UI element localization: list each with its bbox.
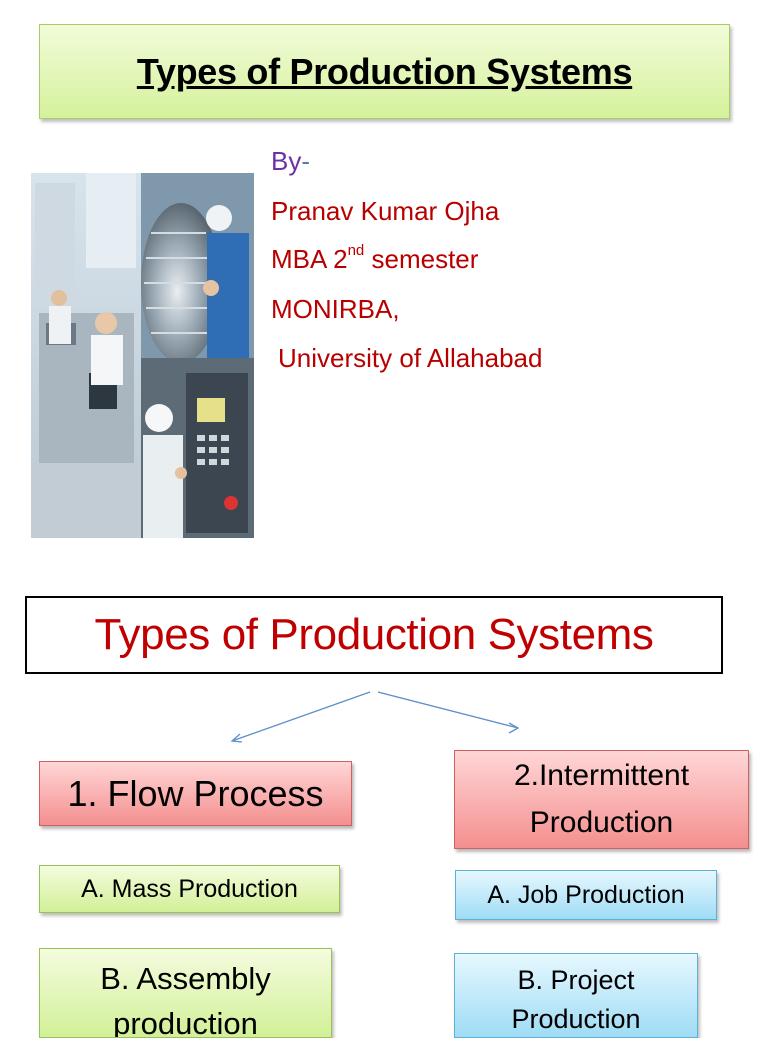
project-production-box: B. Project Production (454, 953, 698, 1038)
by-dash: - (301, 146, 311, 176)
by-prefix: By (271, 146, 302, 176)
factory-collage-image (31, 173, 254, 538)
assembly-production-box: B. Assembly production (39, 948, 332, 1038)
intermittent-production-box: 2.Intermittent Production (454, 750, 749, 849)
author-university: University of Allahabad (278, 343, 543, 373)
factory-collage-graphic (31, 173, 254, 538)
assembly-production-label: B. Assembly production (100, 961, 271, 1038)
author-institute: MONIRBA, (271, 294, 400, 324)
job-production-label: A. Job Production (487, 880, 685, 909)
slide2-title-box: Types of Production Systems (25, 596, 723, 674)
flow-process-box: 1. Flow Process (39, 761, 352, 826)
slide1-title-banner: Types of Production Systems (39, 24, 730, 119)
author-by-line: By- (271, 148, 310, 174)
author-program: MBA 2nd semester (271, 243, 479, 274)
arrow-right-head (508, 722, 520, 734)
program-superscript: nd (347, 242, 365, 259)
program-text: MBA 2 (271, 244, 348, 274)
intermittent-heading-line1: 2.Intermittent (513, 759, 690, 792)
slide1-title: Types of Production Systems (136, 50, 633, 92)
program-suffix: semester (364, 244, 479, 274)
project-production-label: B. Project Production (511, 965, 641, 1035)
mass-production-label: A. Mass Production (81, 874, 298, 903)
flow-process-heading: 1. Flow Process (67, 772, 324, 814)
arrow-right (377, 691, 519, 729)
arrow-left-head (230, 733, 243, 743)
job-production-box: A. Job Production (455, 870, 717, 920)
arrow-left (231, 691, 371, 742)
slide2-title: Types of Production Systems (94, 610, 654, 659)
mass-production-box: A. Mass Production (39, 865, 340, 913)
intermittent-heading-line2: Production (529, 805, 674, 839)
author-name: Pranav Kumar Ojha (271, 196, 500, 226)
